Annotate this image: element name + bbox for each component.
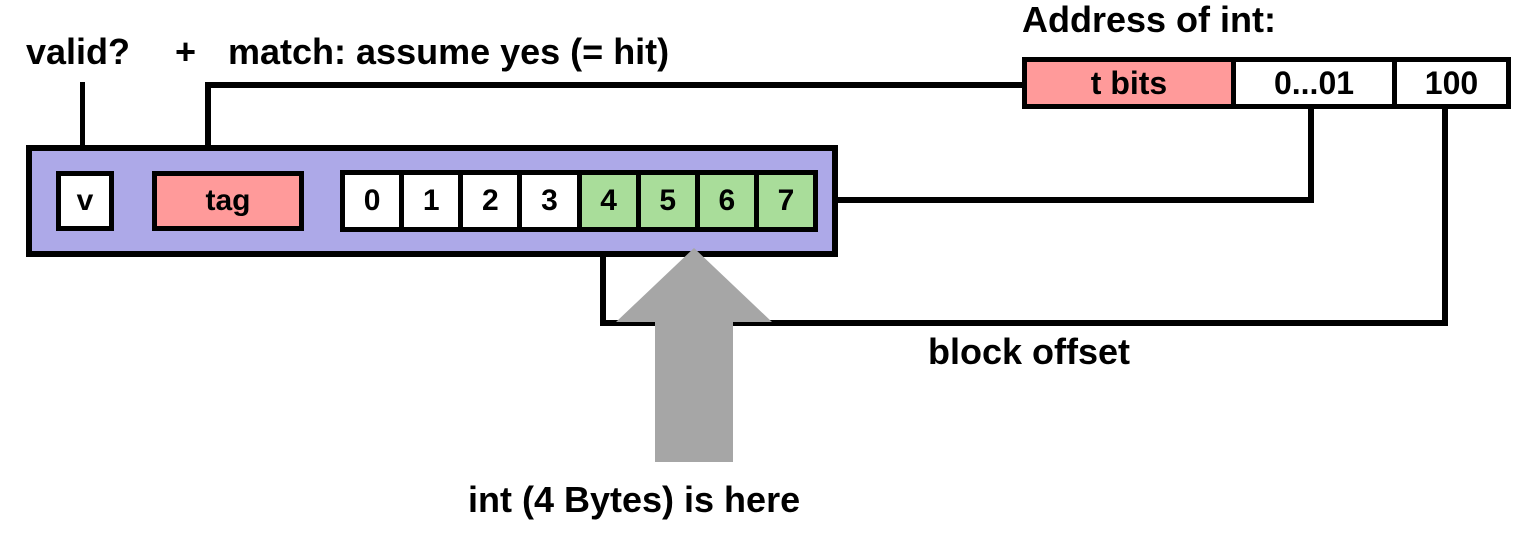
byte-cell-2: 2 — [463, 175, 523, 227]
match-to-tag-vertical-line — [205, 82, 211, 178]
plus-operator-label: + — [175, 31, 197, 72]
byte-cell-6: 6 — [699, 175, 759, 227]
byte-cell-5: 5 — [640, 175, 700, 227]
int-location-arrow — [616, 248, 772, 462]
match-to-tag-horizontal-line — [205, 82, 1025, 88]
byte-cell-7: 7 — [758, 175, 813, 227]
byte4-connector-vertical-line — [600, 232, 606, 326]
offset-connector-vertical-line — [1442, 109, 1448, 326]
match-label: match: assume yes (= hit) — [228, 31, 670, 72]
tag-cell: tag — [152, 171, 304, 231]
index-connector-vertical-line — [1308, 109, 1314, 203]
byte-cell-0: 0 — [345, 175, 405, 227]
address-of-int-label: Address of int: — [1022, 0, 1277, 40]
int-caption-label: int (4 Bytes) is here — [468, 479, 801, 520]
offset-connector-horizontal-line — [600, 320, 1448, 326]
tag-cell-value: tag — [205, 184, 251, 217]
address-field-tag: t bits — [1027, 62, 1236, 104]
index-connector-horizontal-line — [838, 197, 1314, 203]
valid-bit-cell: v — [56, 171, 114, 231]
byte-cell-4: 4 — [581, 175, 641, 227]
address-field-offset: 100 — [1397, 62, 1506, 104]
byte-cell-3: 3 — [522, 175, 582, 227]
valid-connector-line — [80, 82, 85, 178]
valid-label: valid? — [26, 31, 131, 72]
valid-bit-value: v — [76, 184, 94, 217]
block-offset-label: block offset — [928, 331, 1131, 372]
address-field-index: 0...01 — [1236, 62, 1397, 104]
byte-cell-1: 1 — [404, 175, 464, 227]
